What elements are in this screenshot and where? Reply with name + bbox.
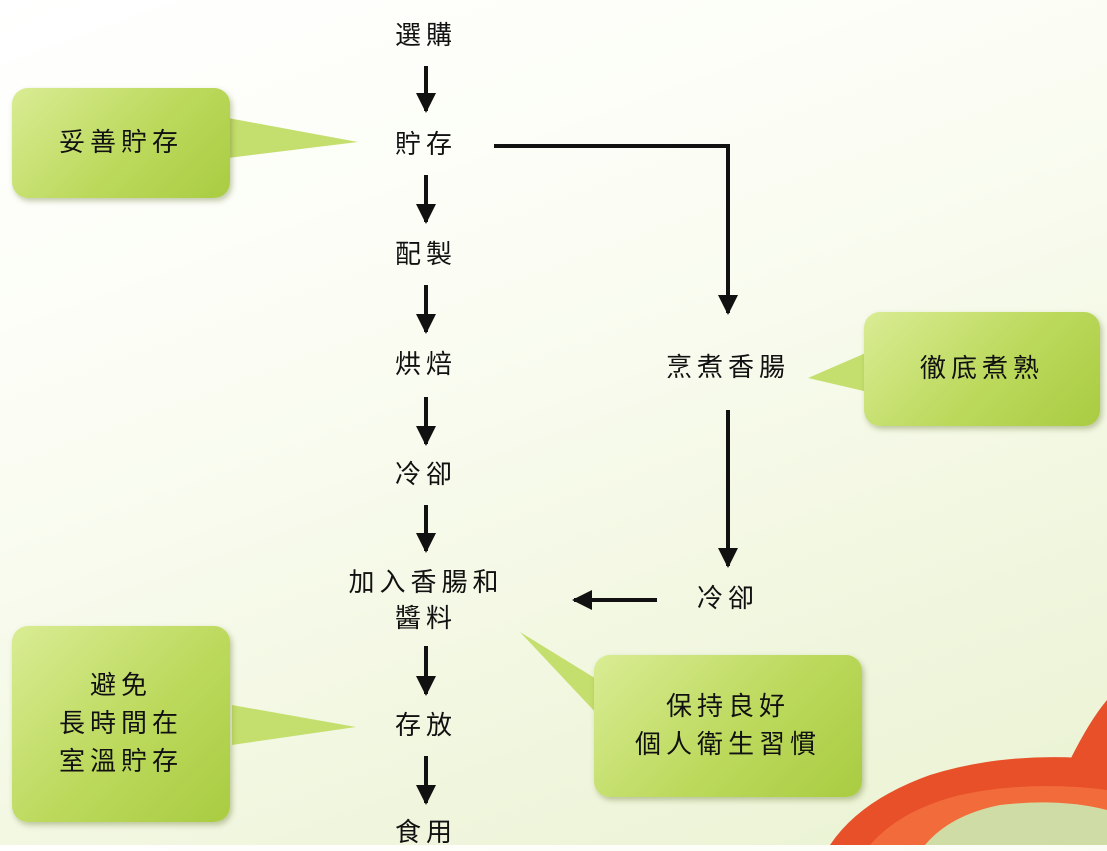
pointer-proper-storage: [228, 118, 358, 158]
node-cool: 冷卻: [394, 460, 458, 490]
callout-hygiene-line1: 保持良好: [665, 692, 790, 722]
callout-hygiene: 保持良好 個人衛生習慣: [594, 655, 862, 797]
node-bake: 烘焙: [394, 350, 458, 380]
callout-avoid-line3: 室溫貯存: [58, 747, 183, 777]
arrow-store-to-cook: [494, 144, 738, 315]
pointer-avoid-room-temp: [232, 705, 356, 745]
callout-cook-thoroughly-text: 徹底煮熟: [919, 354, 1044, 384]
callout-avoid-line1: 避免: [89, 671, 152, 701]
callout-hygiene-line2: 個人衛生習慣: [634, 730, 821, 760]
node-keep: 存放: [394, 711, 458, 741]
callout-proper-storage-text: 妥善貯存: [58, 128, 183, 158]
node-select: 選購: [394, 21, 458, 51]
callout-proper-storage: 妥善貯存: [12, 88, 230, 198]
callout-avoid-room-temp: 避免 長時間在 室溫貯存: [12, 626, 230, 822]
callout-avoid-line2: 長時間在: [58, 709, 183, 739]
pointer-hygiene: [520, 632, 598, 715]
node-eat: 食用: [394, 818, 458, 848]
node-add-sausage-line2: 醬料: [394, 604, 458, 634]
callout-cook-thoroughly: 徹底煮熟: [864, 312, 1100, 426]
pointer-cook-thoroughly: [808, 352, 868, 392]
node-cool-sausage: 冷卻: [696, 584, 760, 614]
node-add-sausage: 加入香腸和 醬料: [348, 565, 503, 637]
node-cook-sausage: 烹煮香腸: [665, 353, 791, 383]
node-prepare: 配製: [394, 240, 458, 270]
node-add-sausage-line1: 加入香腸和: [348, 568, 504, 598]
node-store: 貯存: [394, 130, 458, 160]
